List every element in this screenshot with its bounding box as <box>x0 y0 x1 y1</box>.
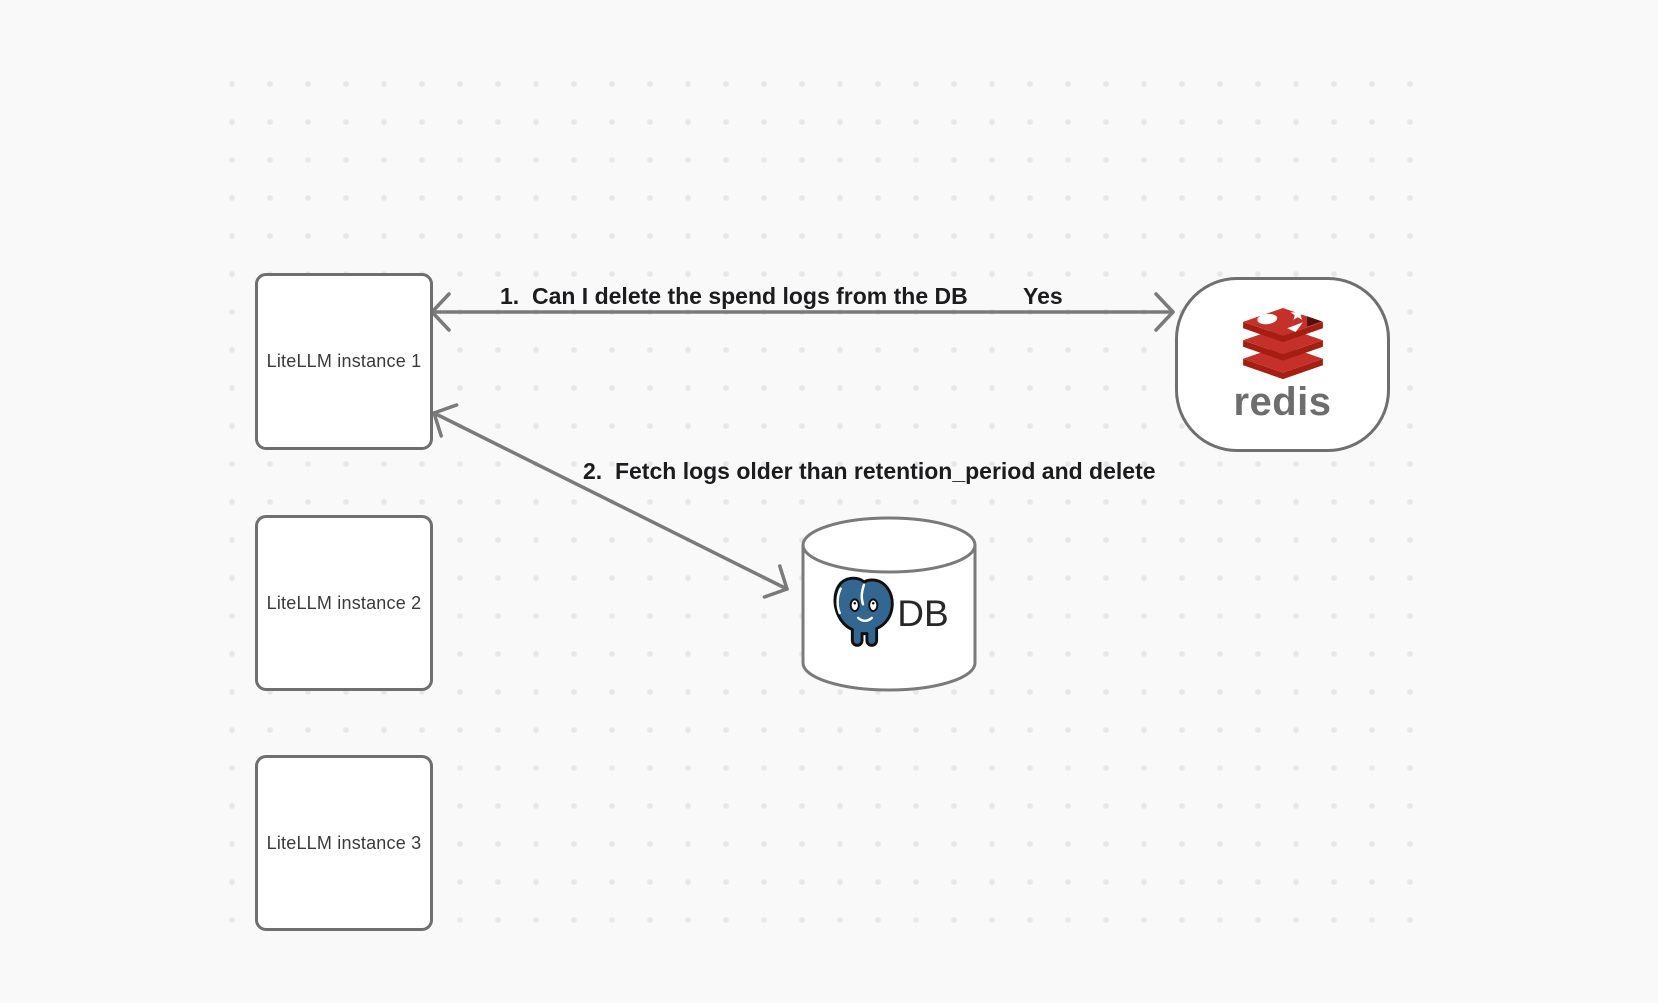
edge-2-label[interactable]: 2. Fetch logs older than retention_perio… <box>583 458 1156 484</box>
edge-1-response-label[interactable]: Yes <box>1023 283 1063 309</box>
node-litellm-instance-1[interactable]: LiteLLM instance 1 <box>255 273 433 450</box>
arrowhead-lower-icon <box>762 564 789 599</box>
edge-instance1-db-arrow[interactable] <box>432 403 789 599</box>
node-label: LiteLLM instance 2 <box>266 592 422 613</box>
node-label: LiteLLM instance 1 <box>266 351 422 371</box>
node-redis[interactable]: redis <box>1175 277 1390 452</box>
edge-1-label[interactable]: 1. Can I delete the spend logs from the … <box>500 283 968 309</box>
node-litellm-instance-2[interactable]: LiteLLM instance 2 <box>255 515 433 691</box>
node-litellm-instance-3[interactable]: LiteLLM instance 3 <box>255 755 433 931</box>
redis-wordmark: redis <box>1233 379 1332 424</box>
redis-logo-icon <box>1242 307 1323 379</box>
node-label: LiteLLM instance 3 <box>266 832 422 853</box>
database-label: DB <box>897 592 949 634</box>
arrowhead-right-icon <box>1154 292 1175 332</box>
postgresql-logo-icon <box>833 576 894 647</box>
node-database[interactable]: DB <box>800 515 978 693</box>
arrowhead-upper-icon <box>432 403 459 438</box>
